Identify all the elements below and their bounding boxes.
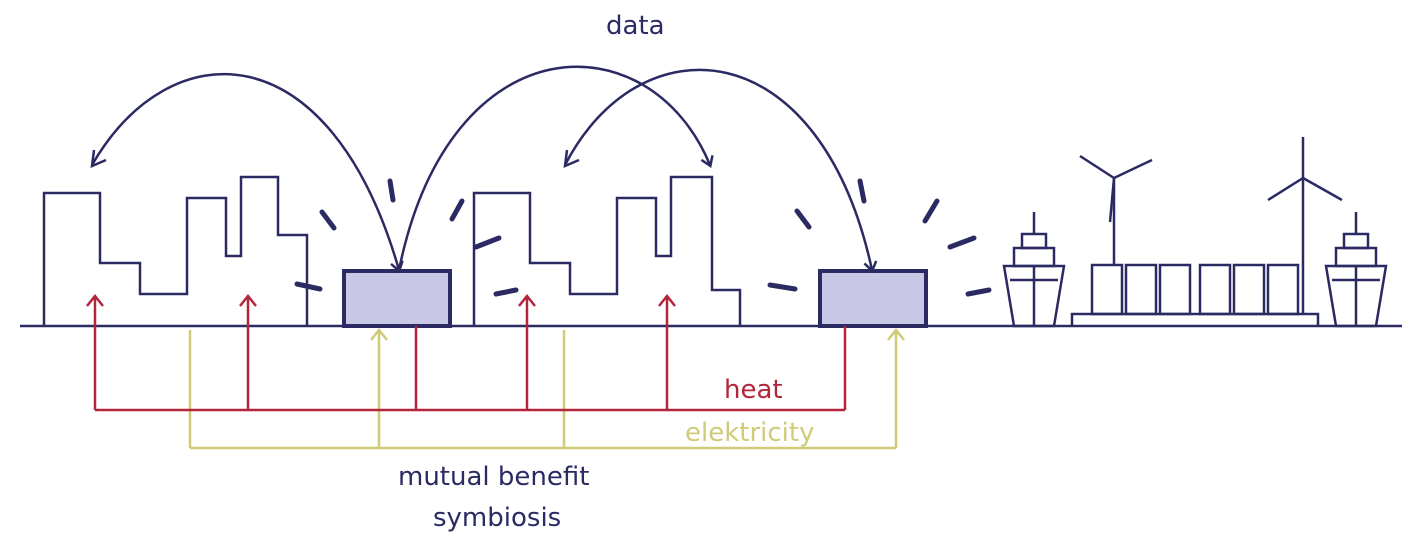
ship-icon-right <box>1324 212 1388 328</box>
ship-icon-left <box>1002 212 1066 328</box>
datacenter-1-rays <box>294 178 519 297</box>
mutual-benefit-label: mutual benefit <box>398 462 590 492</box>
data-arrows <box>90 65 872 271</box>
datacenter-box-1 <box>342 269 452 328</box>
heat-network <box>86 293 847 412</box>
datacenter-box-2 <box>818 269 928 328</box>
data-arc-1 <box>90 72 399 270</box>
symbiosis-label: symbiosis <box>433 503 562 533</box>
data-arc-2 <box>397 65 710 271</box>
datacenter-2-rays <box>767 178 992 297</box>
electricity-network <box>188 327 905 450</box>
heat-label: heat <box>724 375 783 405</box>
wind-turbine-icon-left <box>1079 154 1153 265</box>
left-skyline <box>42 175 309 326</box>
data-arc-3 <box>563 68 872 270</box>
data-arrowheads <box>90 149 580 169</box>
data-label: data <box>606 11 665 41</box>
electricity-label: elektricity <box>685 418 815 448</box>
container-stack <box>1070 263 1320 326</box>
middle-skyline <box>472 175 742 326</box>
wind-turbine-icon-right <box>1267 137 1343 314</box>
